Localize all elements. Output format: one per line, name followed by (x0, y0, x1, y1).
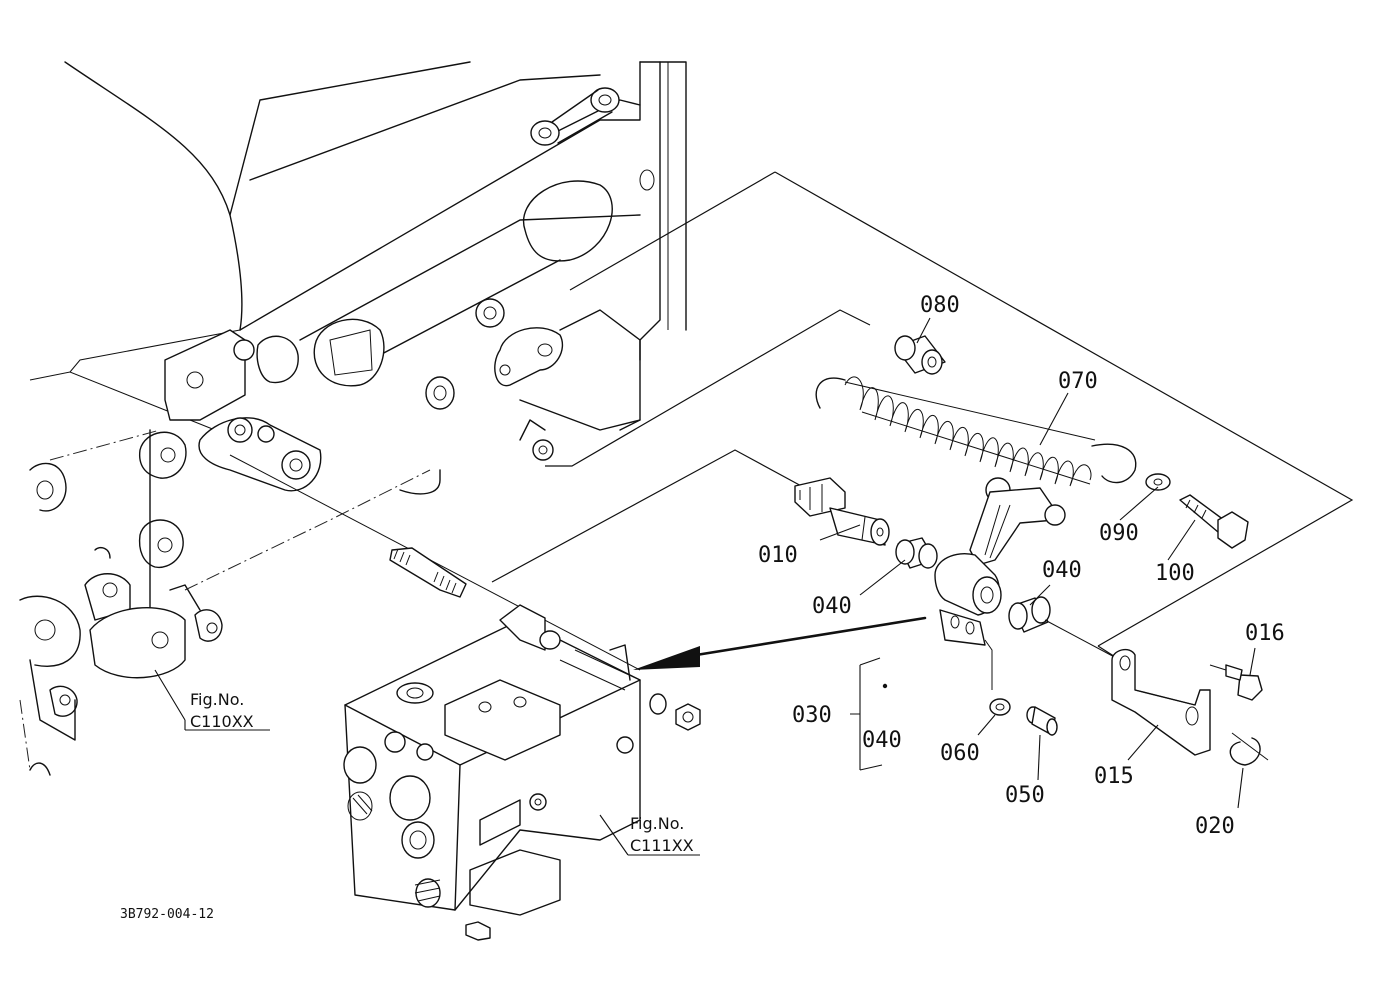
part-010-pivot-pin (794, 477, 890, 546)
leader-lines (154, 317, 1256, 856)
assembly-frames (491, 171, 1354, 661)
callout-080: 080 (920, 293, 960, 318)
part-060-washer (989, 698, 1011, 716)
part-050-pin (1026, 706, 1058, 736)
callout-060: 060 (940, 741, 980, 766)
callout-040-b: 040 (1042, 558, 1082, 583)
callout-015: 015 (1094, 764, 1134, 789)
callout-040-a: 040 (812, 594, 852, 619)
stud-bolt (229, 454, 641, 671)
part-100-bolt (1179, 494, 1249, 549)
part-020-snap-ring (1229, 732, 1269, 766)
fig-ref-c111-line1: Fig.No. (630, 814, 684, 833)
part-090-washer (1145, 473, 1171, 491)
part-070-spring (815, 376, 1137, 487)
drawing-code: 3B792-004-12 (120, 907, 214, 922)
transmission-housing (29, 61, 687, 495)
phantom-lines (19, 429, 431, 771)
part-016-bolt (1209, 664, 1263, 701)
housing-bracket (19, 329, 322, 776)
callout-040-c: 040 (862, 728, 902, 753)
callout-090: 090 (1099, 521, 1139, 546)
callout-016: 016 (1245, 621, 1285, 646)
figure-reference-c110: Fig.No. C110XX (190, 690, 254, 731)
fig-ref-c111-line2: C111XX (630, 836, 694, 855)
fig-ref-c110-line1: Fig.No. (190, 690, 244, 709)
part-015-plate (1111, 648, 1211, 756)
callout-070: 070 (1058, 369, 1098, 394)
part-040-bushing-a (895, 537, 938, 569)
callout-020: 020 (1195, 814, 1235, 839)
part-080-collar (894, 335, 946, 375)
part-lever-arm (934, 477, 1066, 690)
callout-010: 010 (758, 543, 798, 568)
control-valve-assembly (343, 604, 641, 941)
fig-ref-c110-line2: C110XX (190, 712, 254, 731)
part-040-bushing-b (1008, 596, 1121, 661)
callout-030: 030 (792, 703, 832, 728)
callout-100: 100 (1155, 561, 1195, 586)
assembly-arrow (633, 616, 927, 670)
callout-050: 050 (1005, 783, 1045, 808)
callout-labels: 080 070 010 040 040 090 100 016 030 040 … (758, 293, 1285, 839)
figure-reference-c111: Fig.No. C111XX (630, 814, 694, 855)
washer-and-nut (649, 693, 701, 731)
